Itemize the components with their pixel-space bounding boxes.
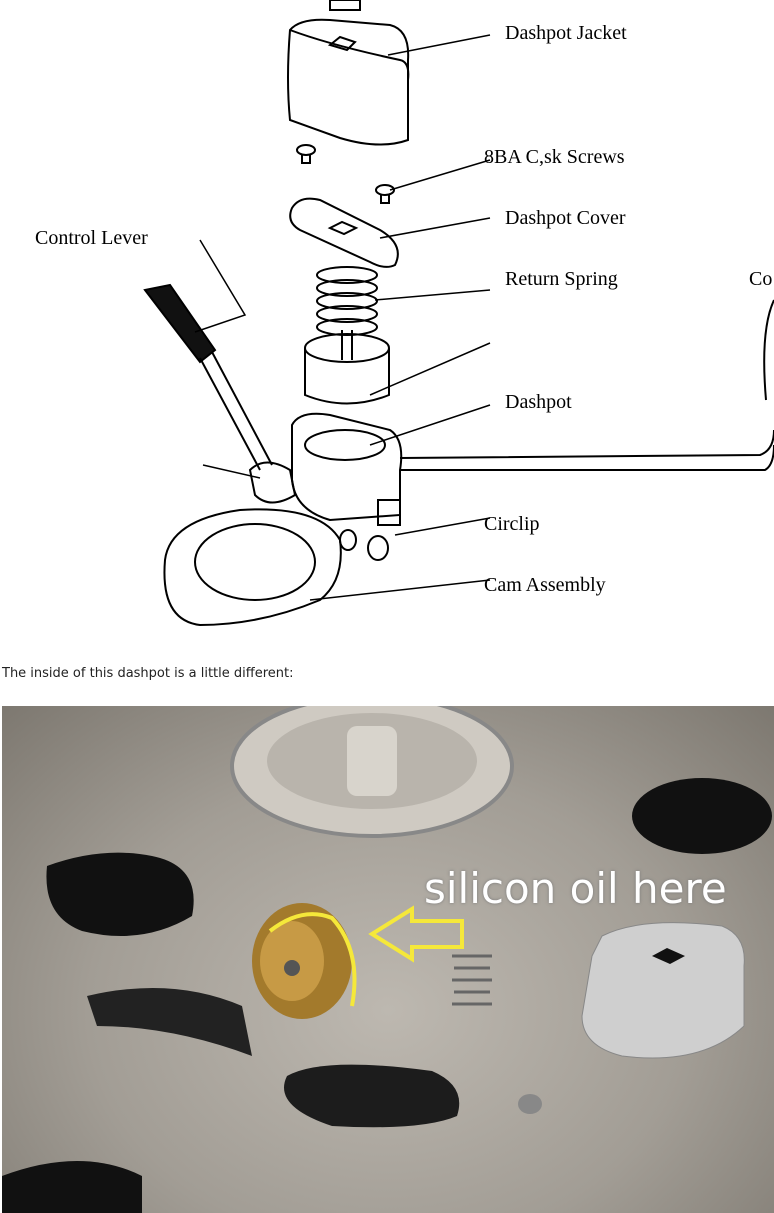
label-screws: 8BA C,sk Screws (484, 146, 625, 168)
label-dashpot: Dashpot (505, 391, 572, 413)
label-dashpot-cover: Dashpot Cover (505, 207, 626, 229)
diagram-line-art (143, 0, 774, 627)
label-control-lever: Control Lever (35, 227, 148, 249)
label-cam-assembly: Cam Assembly (484, 574, 606, 596)
exploded-parts-diagram: Dashpot Jacket 8BA C,sk Screws Dashpot C… (35, 0, 774, 627)
photo-illustration (2, 706, 772, 1213)
dashpot-photo: silicon oil here (2, 706, 774, 1213)
label-truncated: Co (749, 268, 773, 290)
label-return-spring: Return Spring (505, 268, 618, 290)
label-circlip: Circlip (484, 513, 540, 535)
caption-text: The inside of this dashpot is a little d… (2, 666, 294, 681)
label-dashpot-jacket: Dashpot Jacket (505, 22, 627, 44)
silicon-oil-annotation: silicon oil here (424, 864, 727, 913)
